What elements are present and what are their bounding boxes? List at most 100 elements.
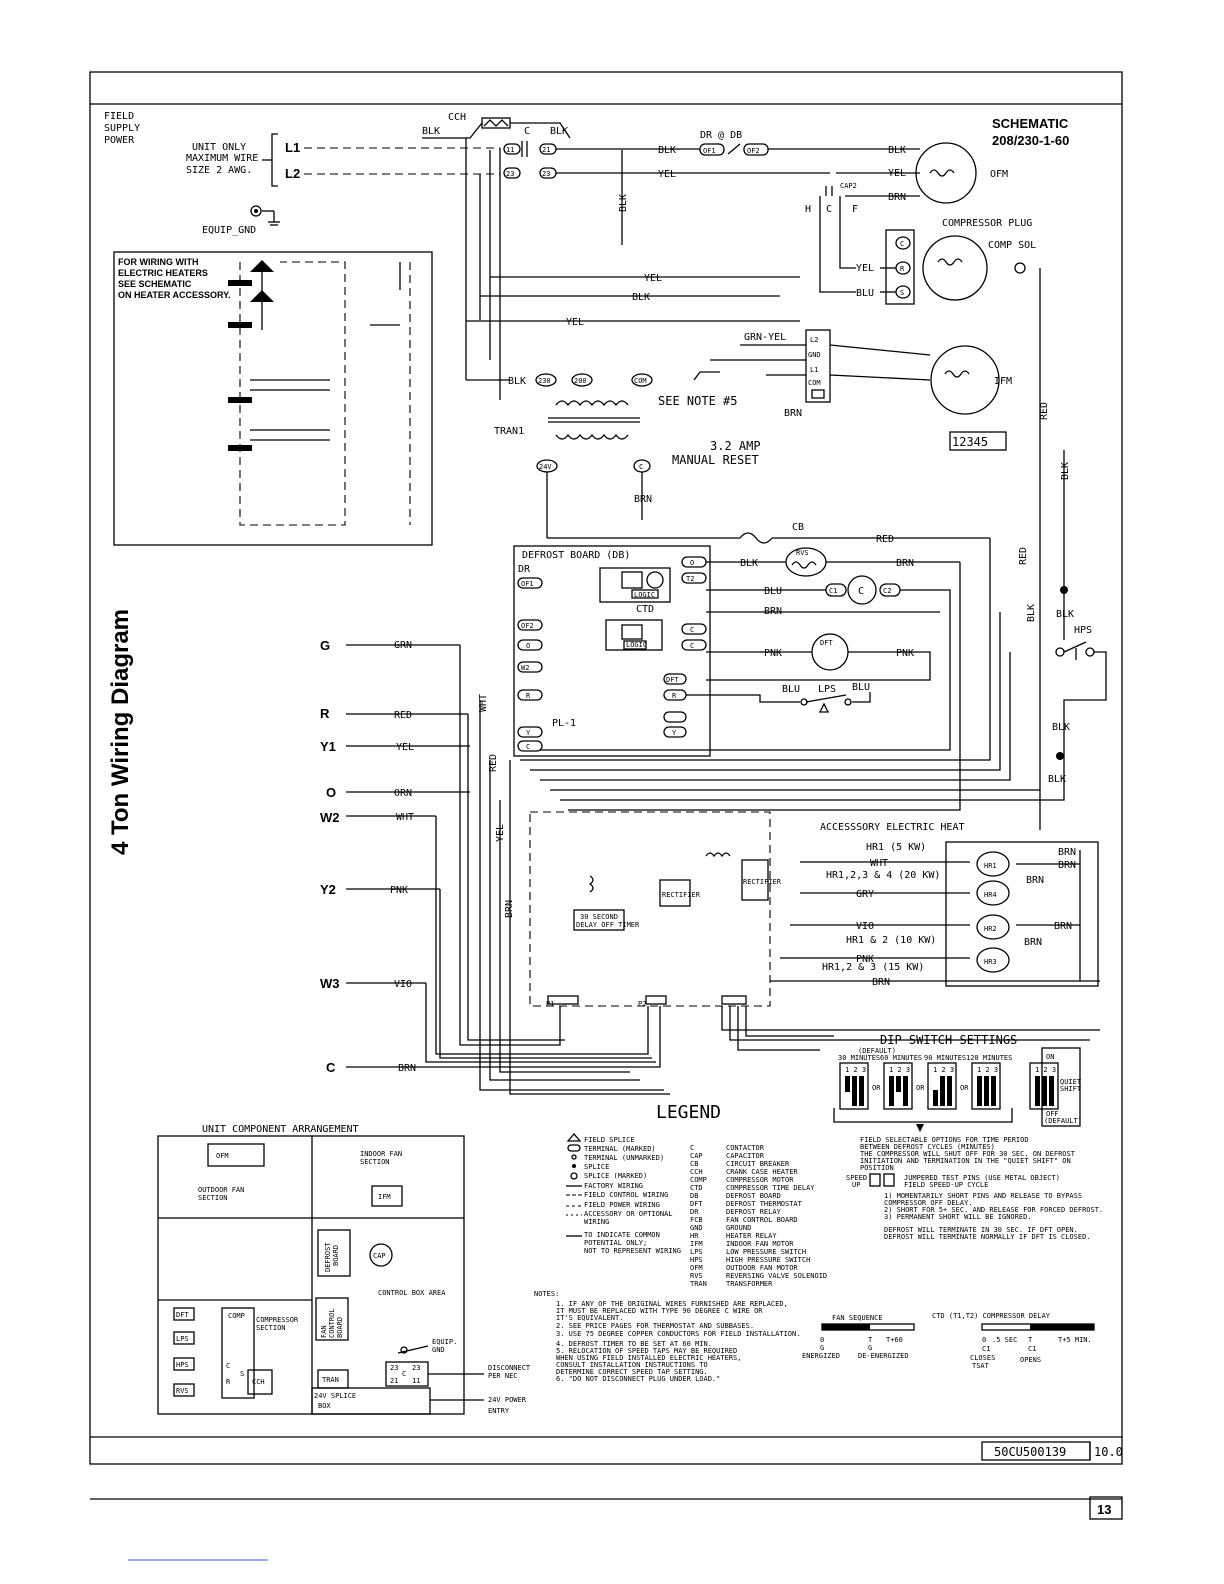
svg-text:HR2: HR2 — [984, 925, 997, 933]
svg-text:R: R — [526, 692, 531, 700]
svg-text:DEFROST BOARD: DEFROST BOARD — [726, 1192, 781, 1200]
svg-text:C: C — [639, 463, 643, 471]
svg-text:BLK: BLK — [1052, 722, 1070, 733]
svg-text:INITIATION AND TERMINATION IN: INITIATION AND TERMINATION IN THE "QUIET… — [860, 1157, 1071, 1165]
svg-text:C1: C1 — [982, 1345, 990, 1353]
svg-text:FIELD SPEED-UP CYCLE: FIELD SPEED-UP CYCLE — [904, 1181, 988, 1189]
fan-sequence-title: FAN SEQUENCE — [832, 1314, 883, 1322]
svg-text:DR: DR — [518, 564, 531, 575]
svg-text:DISCONNECT: DISCONNECT — [488, 1364, 531, 1372]
fan-control-board — [529, 811, 771, 1007]
schematic-subtitle: 208/230-1-60 — [992, 133, 1069, 148]
svg-text:BOARD: BOARD — [332, 1245, 340, 1266]
svg-text:OUTDOOR FAN: OUTDOOR FAN — [198, 1186, 244, 1194]
svg-text:RED: RED — [876, 534, 894, 545]
accessory-heater-box — [945, 841, 1099, 987]
heater-accessory-sketch — [228, 260, 411, 526]
part-number: 50CU500139 — [994, 1445, 1066, 1459]
ifm-speed-taps — [949, 431, 1007, 451]
svg-text:COM: COM — [634, 377, 647, 385]
svg-text:NOT TO REPRESENT WIRING: NOT TO REPRESENT WIRING — [584, 1247, 681, 1255]
svg-text:YEL: YEL — [658, 169, 676, 180]
svg-text:MANUAL RESET: MANUAL RESET — [672, 453, 759, 467]
svg-text:G: G — [868, 1344, 872, 1352]
svg-text:SEE SCHEMATIC: SEE SCHEMATIC — [118, 279, 192, 289]
svg-text:VIO: VIO — [856, 921, 874, 932]
svg-text:23: 23 — [506, 170, 514, 178]
svg-text:OR: OR — [916, 1084, 925, 1092]
svg-text:CB: CB — [792, 522, 804, 533]
svg-text:LPS: LPS — [690, 1248, 703, 1256]
svg-text:SECTION: SECTION — [256, 1324, 286, 1332]
svg-text:FAN CONTROL BOARD: FAN CONTROL BOARD — [726, 1216, 798, 1224]
svg-text:PNK: PNK — [764, 648, 782, 659]
svg-text:HR3: HR3 — [984, 958, 997, 966]
svg-text:BRN: BRN — [1026, 875, 1044, 886]
svg-text:C: C — [526, 743, 530, 751]
svg-text:CCH: CCH — [448, 112, 466, 123]
svg-text:HPS: HPS — [1074, 625, 1092, 636]
svg-text:ON: ON — [1046, 1053, 1054, 1061]
svg-text:LOGIC: LOGIC — [626, 641, 647, 649]
svg-text:O: O — [526, 642, 530, 650]
svg-text:OUTDOOR FAN MOTOR: OUTDOOR FAN MOTOR — [726, 1264, 798, 1272]
svg-text:GROUND: GROUND — [726, 1224, 751, 1232]
svg-text:BRN: BRN — [784, 408, 802, 419]
svg-text:JUMPERED TEST PINS (USE METAL: JUMPERED TEST PINS (USE METAL OBJECT) — [904, 1174, 1060, 1182]
svg-text:CAP: CAP — [373, 1252, 386, 1260]
svg-text:HR1 (5 KW): HR1 (5 KW) — [866, 842, 926, 853]
svg-text:.5 SEC: .5 SEC — [992, 1336, 1017, 1344]
svg-text:POTENTIAL ONLY;: POTENTIAL ONLY; — [584, 1239, 647, 1247]
svg-text:O: O — [690, 559, 694, 567]
svg-text:WHT: WHT — [870, 858, 888, 869]
svg-text:THE COMPRESSOR WILL SHUT OFF F: THE COMPRESSOR WILL SHUT OFF FOR 30 SEC.… — [860, 1150, 1076, 1158]
svg-text:24V POWER: 24V POWER — [488, 1396, 527, 1404]
svg-text:DEFROST THERMOSTAT: DEFROST THERMOSTAT — [726, 1200, 803, 1208]
terminal-r: R — [320, 706, 330, 721]
svg-text:TERMINAL (MARKED): TERMINAL (MARKED) — [584, 1145, 656, 1153]
svg-text:3) PERMANENT SHORT WILL BE IGN: 3) PERMANENT SHORT WILL BE IGNORED. — [884, 1213, 1032, 1221]
svg-text:P1: P1 — [546, 1000, 554, 1008]
svg-text:BLK: BLK — [632, 292, 650, 303]
svg-text:R: R — [900, 265, 905, 273]
svg-text:SECTION: SECTION — [360, 1158, 390, 1166]
svg-text:DEFROST BOARD (DB): DEFROST BOARD (DB) — [522, 550, 630, 561]
svg-text:HR4: HR4 — [984, 891, 997, 899]
page-number: 13 — [1097, 1502, 1111, 1517]
svg-text:CTD: CTD — [690, 1184, 703, 1192]
terminal-o: O — [326, 785, 336, 800]
svg-text:OF1: OF1 — [703, 147, 716, 155]
svg-text:NOTES:: NOTES: — [534, 1290, 559, 1298]
svg-text:Y: Y — [672, 729, 677, 737]
svg-text:23: 23 — [542, 170, 550, 178]
svg-text:CAP: CAP — [690, 1152, 703, 1160]
svg-text:OR: OR — [960, 1084, 969, 1092]
svg-text:WHT: WHT — [396, 812, 414, 823]
svg-text:ACCESSSORY ELECTRIC HEAT: ACCESSSORY ELECTRIC HEAT — [820, 822, 965, 833]
svg-text:HIGH PRESSURE SWITCH: HIGH PRESSURE SWITCH — [726, 1256, 810, 1264]
terminal-w3: W3 — [320, 976, 340, 991]
svg-text:24V SPLICE: 24V SPLICE — [314, 1392, 356, 1400]
svg-text:DELAY OFF TIMER: DELAY OFF TIMER — [576, 921, 640, 929]
svg-text:1 2 3: 1 2 3 — [933, 1066, 954, 1074]
contactor-coil — [847, 575, 877, 605]
svg-text:T+60: T+60 — [886, 1336, 903, 1344]
svg-text:DEFROST: DEFROST — [324, 1242, 332, 1272]
svg-text:POSITION: POSITION — [860, 1164, 894, 1172]
svg-text:BLK: BLK — [508, 376, 526, 387]
svg-text:GND: GND — [432, 1346, 445, 1354]
svg-text:DR @ DB: DR @ DB — [700, 130, 742, 141]
svg-text:IT MUST BE REPLACED WITH TYPE: IT MUST BE REPLACED WITH TYPE 90 DEGREE … — [556, 1307, 763, 1315]
svg-text:FOR WIRING WITH: FOR WIRING WITH — [118, 257, 199, 267]
svg-text:SPLICE: SPLICE — [584, 1163, 609, 1171]
svg-text:60 MINUTES: 60 MINUTES — [880, 1054, 922, 1062]
svg-text:30 SECOND: 30 SECOND — [580, 913, 618, 921]
svg-text:30 MINUTES: 30 MINUTES — [838, 1054, 880, 1062]
terminal-y1: Y1 — [320, 739, 336, 754]
svg-text:UNIT ONLY: UNIT ONLY — [192, 142, 246, 153]
svg-text:P2: P2 — [638, 1000, 646, 1008]
svg-text:EQUIP.: EQUIP. — [432, 1338, 457, 1346]
svg-text:TRAN: TRAN — [322, 1376, 339, 1384]
svg-text:C: C — [690, 1144, 694, 1152]
svg-text:DFT: DFT — [690, 1200, 703, 1208]
